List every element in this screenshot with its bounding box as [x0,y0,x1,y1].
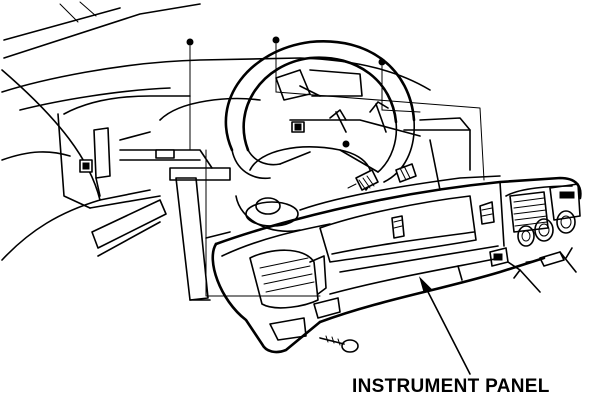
bolt-icon [187,39,193,150]
callout-leader [420,278,470,374]
upper-mounting-bolts [187,37,385,150]
instrument-panel [213,176,581,352]
screw-icon [396,164,416,182]
screw-icon [480,202,494,224]
screw-fasteners [320,164,564,352]
steering-column [176,178,230,300]
control-knob-icon [518,226,534,246]
bolt-icon [343,141,349,147]
control-knob-icon [535,219,553,241]
arrow-icon [560,248,576,272]
arrow-icon [370,102,388,132]
control-knob-icon [557,211,575,233]
guide-lines [206,92,484,296]
screw-icon [348,170,378,190]
bolt-icon [379,59,385,110]
steering-wheel [226,41,414,231]
screw-icon [392,216,404,238]
instrument-panel-label: INSTRUMENT PANEL [352,376,550,397]
screw-icon [526,252,564,266]
removal-arrows [330,102,576,292]
arrow-icon [508,262,540,292]
bolt-icon [273,37,279,92]
arrow-icon [330,110,346,132]
screw-icon [320,336,358,352]
